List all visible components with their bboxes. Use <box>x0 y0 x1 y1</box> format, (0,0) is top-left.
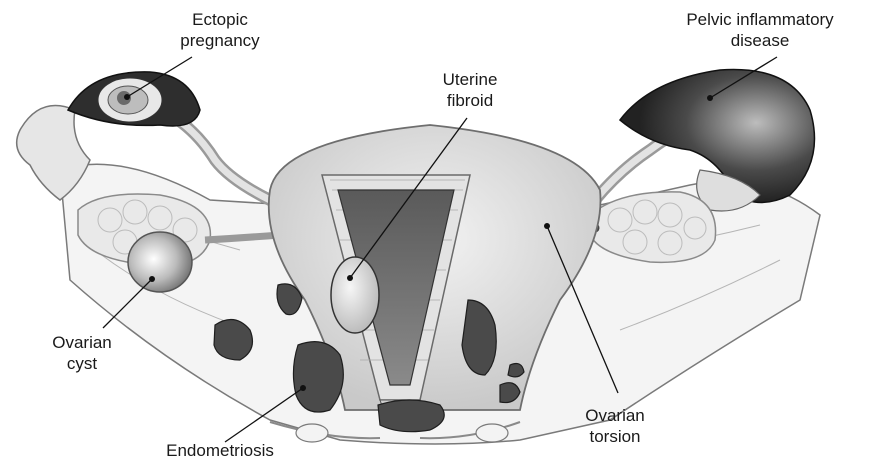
ectopic-pregnancy-sac <box>68 72 200 126</box>
label-torsion-line1: Ovarian <box>560 405 670 426</box>
ovarian-cyst <box>128 232 192 292</box>
label-endometriosis-text: Endometriosis <box>140 440 300 461</box>
label-ectopic-line2: pregnancy <box>160 30 280 51</box>
label-fibroid-line2: fibroid <box>420 90 520 111</box>
label-cyst-line2: cyst <box>32 353 132 374</box>
label-pid-line2: disease <box>660 30 860 51</box>
label-ectopic-line1: Ectopic <box>160 9 280 30</box>
label-ectopic-pregnancy: Ectopic pregnancy <box>160 9 280 51</box>
label-ovarian-cyst: Ovarian cyst <box>32 332 132 374</box>
uterine-fibroid <box>331 257 379 333</box>
label-pid-line1: Pelvic inflammatory <box>660 9 860 30</box>
label-endometriosis: Endometriosis <box>140 440 300 461</box>
label-pelvic-inflammatory-disease: Pelvic inflammatory disease <box>660 9 860 51</box>
label-uterine-fibroid: Uterine fibroid <box>420 69 520 111</box>
label-cyst-line1: Ovarian <box>32 332 132 353</box>
label-fibroid-line1: Uterine <box>420 69 520 90</box>
label-ovarian-torsion: Ovarian torsion <box>560 405 670 447</box>
label-torsion-line2: torsion <box>560 426 670 447</box>
